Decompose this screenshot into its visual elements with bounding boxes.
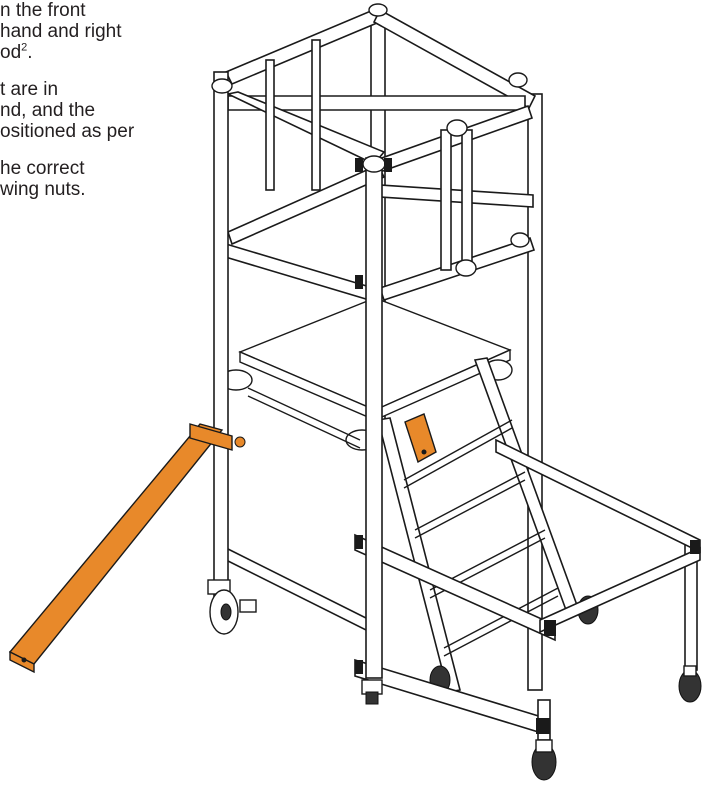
castor-wheels [207, 579, 702, 781]
instruction-line: od2. [0, 42, 230, 63]
instruction-text: n the front hand and right od2. t are in… [0, 0, 230, 216]
instruction-line: hand and right [0, 21, 122, 42]
superscript-mark: 2 [21, 41, 28, 54]
instruction-line: nd, and the [0, 100, 96, 121]
instruction-line: n the front [0, 0, 86, 21]
front-frame [211, 3, 700, 741]
instruction-paragraph-3: he correct wing nuts. [0, 158, 230, 200]
stair-ladder [377, 357, 599, 695]
instruction-line-end: . [27, 42, 33, 63]
guardrail-top [220, 6, 537, 303]
base-frame [225, 438, 701, 736]
instruction-line: ositioned as per [0, 121, 135, 142]
instruction-line: he correct [0, 158, 85, 179]
instruction-line-text: od [0, 42, 22, 63]
stabiliser-outrigger [8, 413, 437, 674]
instruction-paragraph-1: n the front hand and right od2. [0, 0, 230, 63]
instruction-line: wing nuts. [0, 179, 86, 200]
instruction-paragraph-2: t are in nd, and the ositioned as per [0, 79, 230, 142]
instruction-line: t are in [0, 79, 59, 100]
